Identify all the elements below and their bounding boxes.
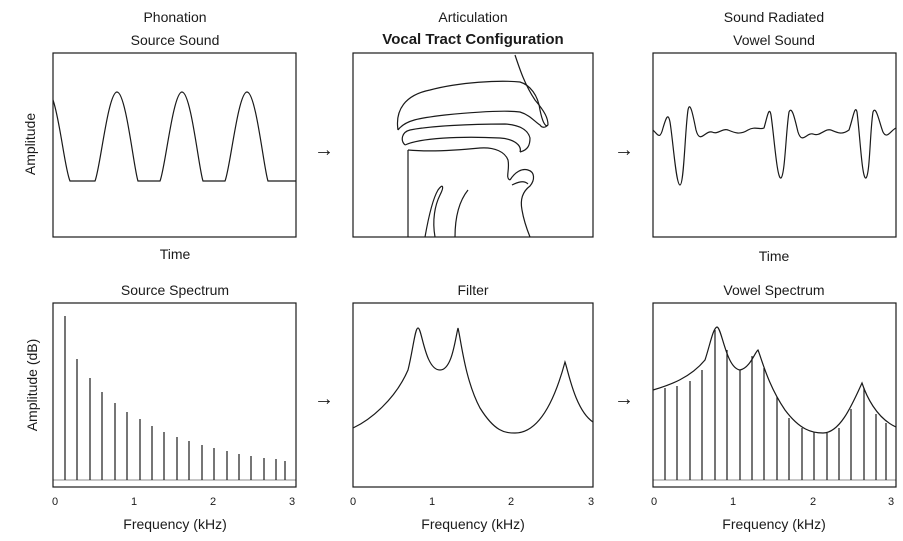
vowel-sound-title: Vowel Sound — [733, 32, 815, 48]
phonation-title: Phonation — [143, 9, 207, 25]
frequency-axis-label-1: Frequency (kHz) — [123, 516, 227, 532]
source-spectrum-frame — [52, 302, 297, 488]
tick-label: 2 — [507, 496, 515, 508]
vowel-spectrum-harmonics — [664, 330, 887, 480]
vocal-tract-title: Vocal Tract Configuration — [382, 31, 564, 48]
arrow-icon: → — [614, 388, 634, 410]
filter-curve — [352, 327, 594, 434]
tick-label: 3 — [288, 496, 296, 508]
arrow-icon: → — [314, 139, 334, 161]
time-axis-label-left: Time — [159, 246, 191, 262]
filter-title: Filter — [457, 282, 489, 298]
vowel-spectrum-envelope — [652, 326, 897, 434]
vocal-tract-illustration — [396, 54, 549, 238]
tick-label: 1 — [729, 496, 737, 508]
tick-label: 2 — [209, 496, 217, 508]
source-spectrum-harmonics — [64, 316, 286, 480]
articulation-title: Articulation — [438, 9, 508, 25]
tick-label: 0 — [349, 496, 357, 508]
tick-label: 3 — [587, 496, 595, 508]
arrow-icon: → — [614, 139, 634, 161]
vowel-spectrum-title: Vowel Spectrum — [723, 282, 825, 298]
tick-label: 3 — [887, 496, 895, 508]
vocal-tract-frame — [352, 52, 594, 238]
source-sound-frame — [52, 52, 297, 238]
source-sound-title: Source Sound — [130, 32, 220, 48]
vowel-waveform-line — [652, 106, 897, 186]
tick-label: 0 — [51, 496, 59, 508]
tick-label: 2 — [809, 496, 817, 508]
source-waveform-line — [52, 91, 296, 182]
tick-label: 1 — [130, 496, 138, 508]
frequency-axis-label-3: Frequency (kHz) — [722, 516, 826, 532]
vowel-sound-frame — [652, 52, 897, 238]
tick-label: 1 — [428, 496, 436, 508]
arrow-icon: → — [314, 388, 334, 410]
source-spectrum-title: Source Spectrum — [120, 282, 230, 298]
sound-radiated-title: Sound Radiated — [723, 9, 825, 25]
tick-label: 0 — [650, 496, 658, 508]
frequency-axis-label-2: Frequency (kHz) — [421, 516, 525, 532]
time-axis-label-right: Time — [758, 248, 790, 264]
vowel-spectrum-frame — [652, 302, 897, 488]
filter-frame — [352, 302, 594, 488]
